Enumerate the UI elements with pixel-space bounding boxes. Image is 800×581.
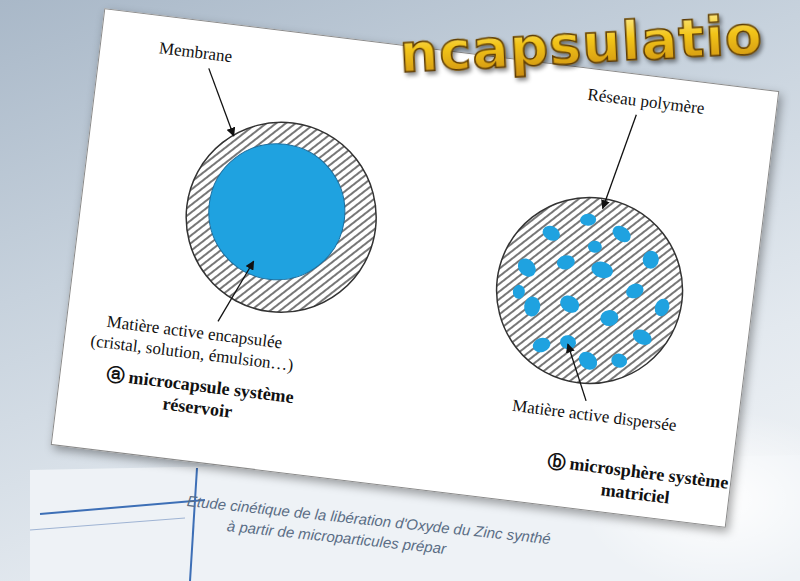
leader-arrow bbox=[603, 112, 637, 211]
figure-caption: ⓐ microcapsule système réservoir bbox=[97, 364, 301, 432]
leader-arrow bbox=[218, 258, 254, 325]
title-banner: ncapsulatio bbox=[398, 3, 764, 85]
leader-arrow bbox=[201, 68, 242, 136]
membrane-ring bbox=[175, 111, 387, 323]
figure-caption: ⓑ microsphère système matriciel bbox=[529, 449, 743, 518]
encapsulation-illustration bbox=[52, 9, 781, 529]
leader-arrow bbox=[561, 344, 592, 401]
frame-line bbox=[190, 468, 197, 581]
frame-line bbox=[40, 500, 205, 514]
frame-line bbox=[30, 518, 185, 530]
polymer-matrix bbox=[486, 187, 693, 394]
part-label: Réseau polymère bbox=[565, 82, 726, 122]
part-label: Matière active dispersée bbox=[509, 396, 680, 437]
reservoir-core bbox=[201, 136, 353, 288]
dispersed-particles bbox=[502, 204, 681, 382]
diagram-card: MembraneRéseau polymèreMatière active en… bbox=[51, 8, 780, 528]
part-label: Membrane bbox=[135, 35, 257, 70]
